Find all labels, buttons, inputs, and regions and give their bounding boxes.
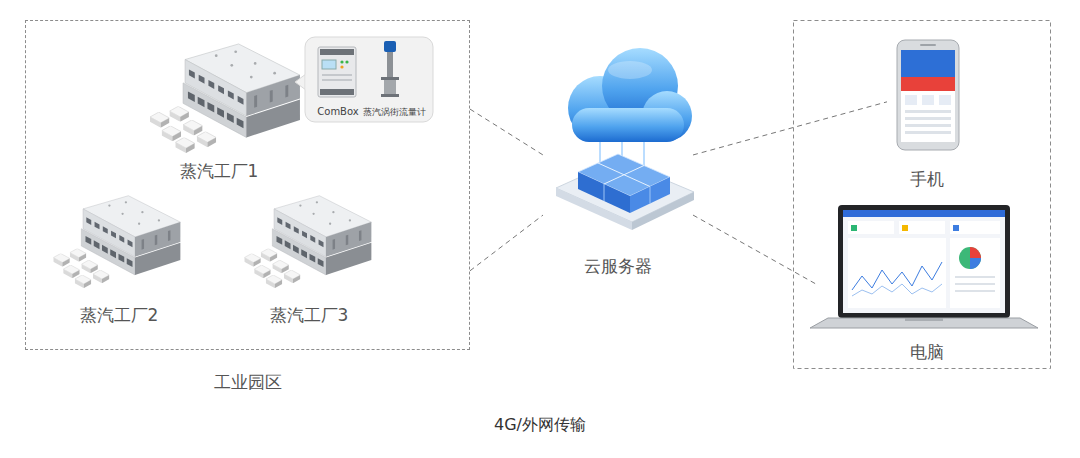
dashed-connector	[693, 102, 887, 155]
node-label: 手机	[910, 168, 944, 190]
device-region	[794, 21, 1051, 369]
device-name: 蒸汽涡街流量计	[363, 105, 426, 119]
node-label: 电脑	[910, 341, 944, 363]
factory-illustrations	[53, 44, 371, 288]
phone-node: 手机	[887, 38, 967, 190]
dashed-connector	[470, 215, 543, 271]
callout-illustration	[295, 37, 433, 122]
dashed-connector	[693, 215, 817, 285]
factory-node: 蒸汽工厂1	[144, 41, 294, 182]
factory-node: 蒸汽工厂3	[239, 196, 379, 326]
factory-node: 蒸汽工厂2	[49, 196, 189, 326]
region-label: 工业园区	[214, 371, 282, 393]
dashed-connector	[470, 109, 543, 155]
caption: 4G/外网传输	[0, 414, 1080, 436]
cloud-server-node: 云服务器	[543, 45, 693, 277]
node-label: 蒸汽工厂3	[270, 304, 349, 326]
computer-node: 电脑	[817, 203, 1037, 363]
cloud-server-illustration	[556, 48, 694, 230]
node-label: 云服务器	[584, 255, 652, 277]
device-name: ComBox	[317, 105, 358, 119]
industrial-park-region: 工业园区蒸汽工厂1ComBox蒸汽涡街流量计蒸汽工厂2蒸汽工厂3	[25, 20, 470, 350]
device-callout: ComBox 蒸汽涡街流量计	[306, 38, 434, 123]
phone-illustration	[897, 40, 959, 150]
node-label: 蒸汽工厂1	[180, 160, 259, 182]
laptop-illustration	[810, 205, 1038, 328]
node-label: 蒸汽工厂2	[80, 304, 159, 326]
